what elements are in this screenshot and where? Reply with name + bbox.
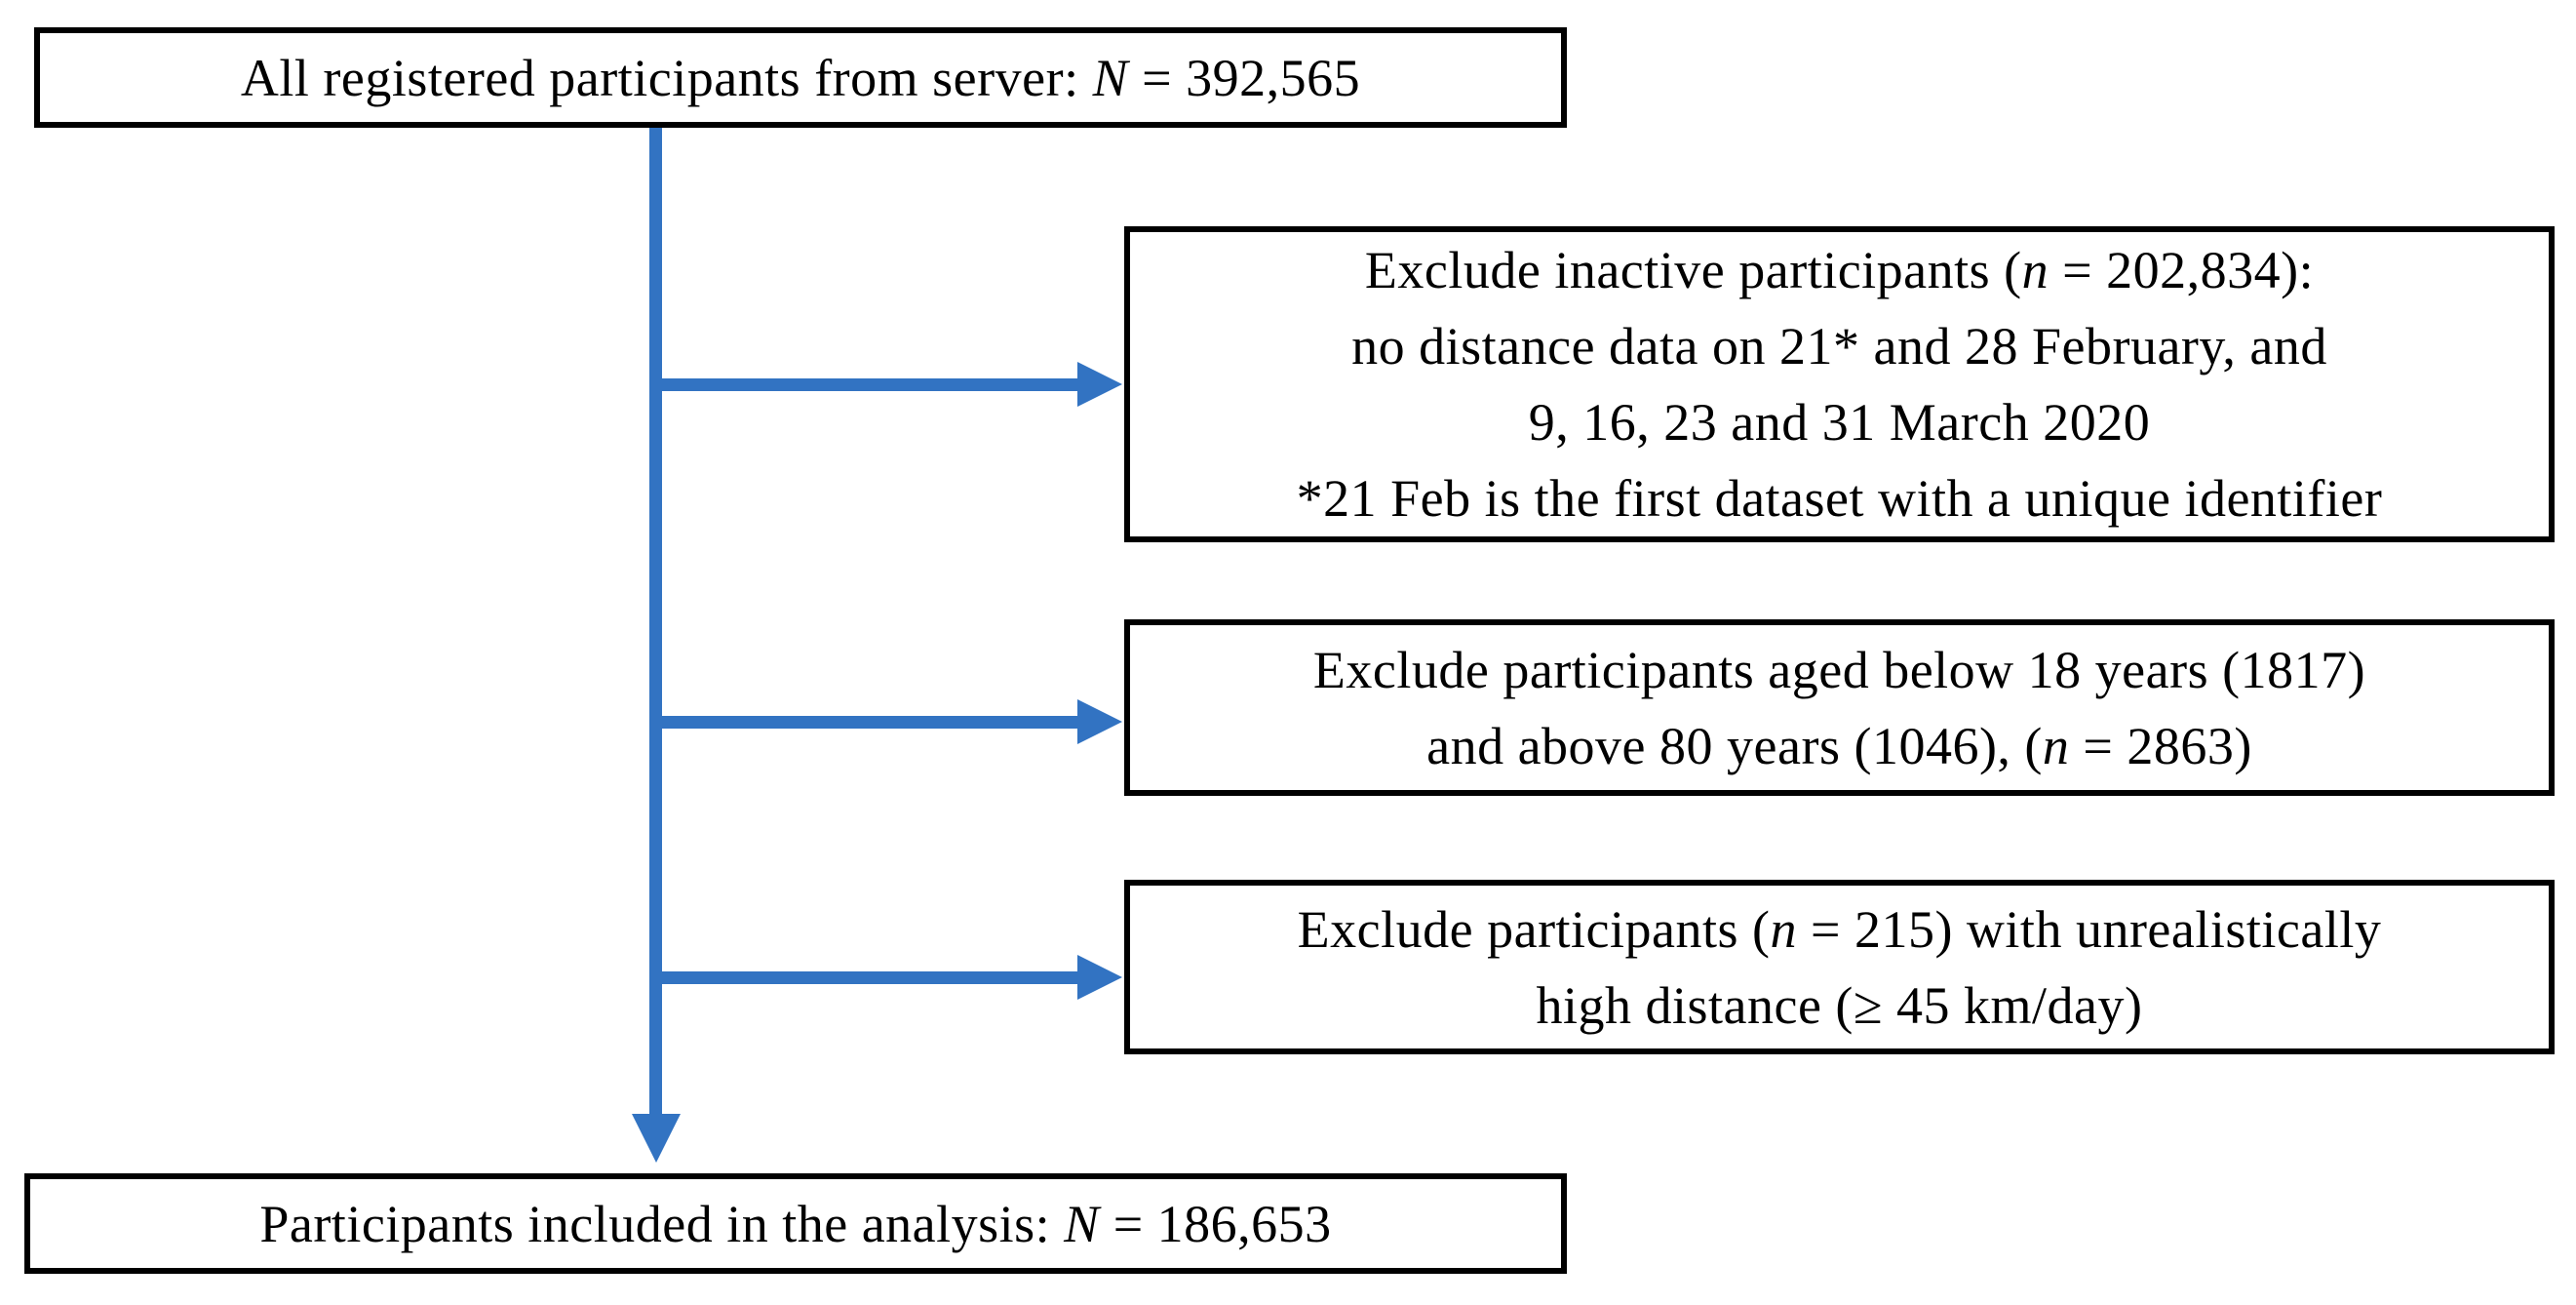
box-registered-participants-text: All registered participants from server:… [240,48,1361,107]
arrowhead-right-exclude-inactive-icon [1077,362,1122,407]
branch-line-exclude-distance [655,971,1079,984]
box-exclude-inactive-line-3: 9, 16, 23 and 31 March 2020 [1528,393,2151,452]
box-registered-participants: All registered participants from server:… [34,27,1567,128]
box-exclude-distance-line-2: high distance (≥ 45 km/day) [1536,975,2143,1035]
branch-line-exclude-age [655,716,1079,729]
box-exclude-distance-line-1: Exclude participants (n = 215) with unre… [1297,899,2382,959]
box-exclude-inactive-line-1: Exclude inactive participants (n = 202,8… [1364,241,2315,299]
arrowhead-right-exclude-distance-icon [1077,955,1122,1000]
arrowhead-right-exclude-age-icon [1077,699,1122,744]
box-exclude-inactive: Exclude inactive participants (n = 202,8… [1124,226,2555,542]
main-flow-line [649,128,662,1114]
box-exclude-age-line-1: Exclude participants aged below 18 years… [1312,640,2366,699]
box-exclude-age-line-2: and above 80 years (1046), (n = 2863) [1426,716,2252,775]
box-included-participants: Participants included in the analysis: N… [24,1173,1567,1274]
box-exclude-inactive-line-2: no distance data on 21* and 28 February,… [1351,317,2327,376]
box-exclude-distance: Exclude participants (n = 215) with unre… [1124,880,2555,1054]
branch-line-exclude-inactive [655,378,1079,391]
arrowhead-down-icon [632,1114,681,1163]
box-exclude-inactive-line-4: *21 Feb is the first dataset with a uniq… [1296,469,2383,528]
box-exclude-age: Exclude participants aged below 18 years… [1124,619,2555,796]
box-included-participants-text: Participants included in the analysis: N… [259,1194,1332,1253]
